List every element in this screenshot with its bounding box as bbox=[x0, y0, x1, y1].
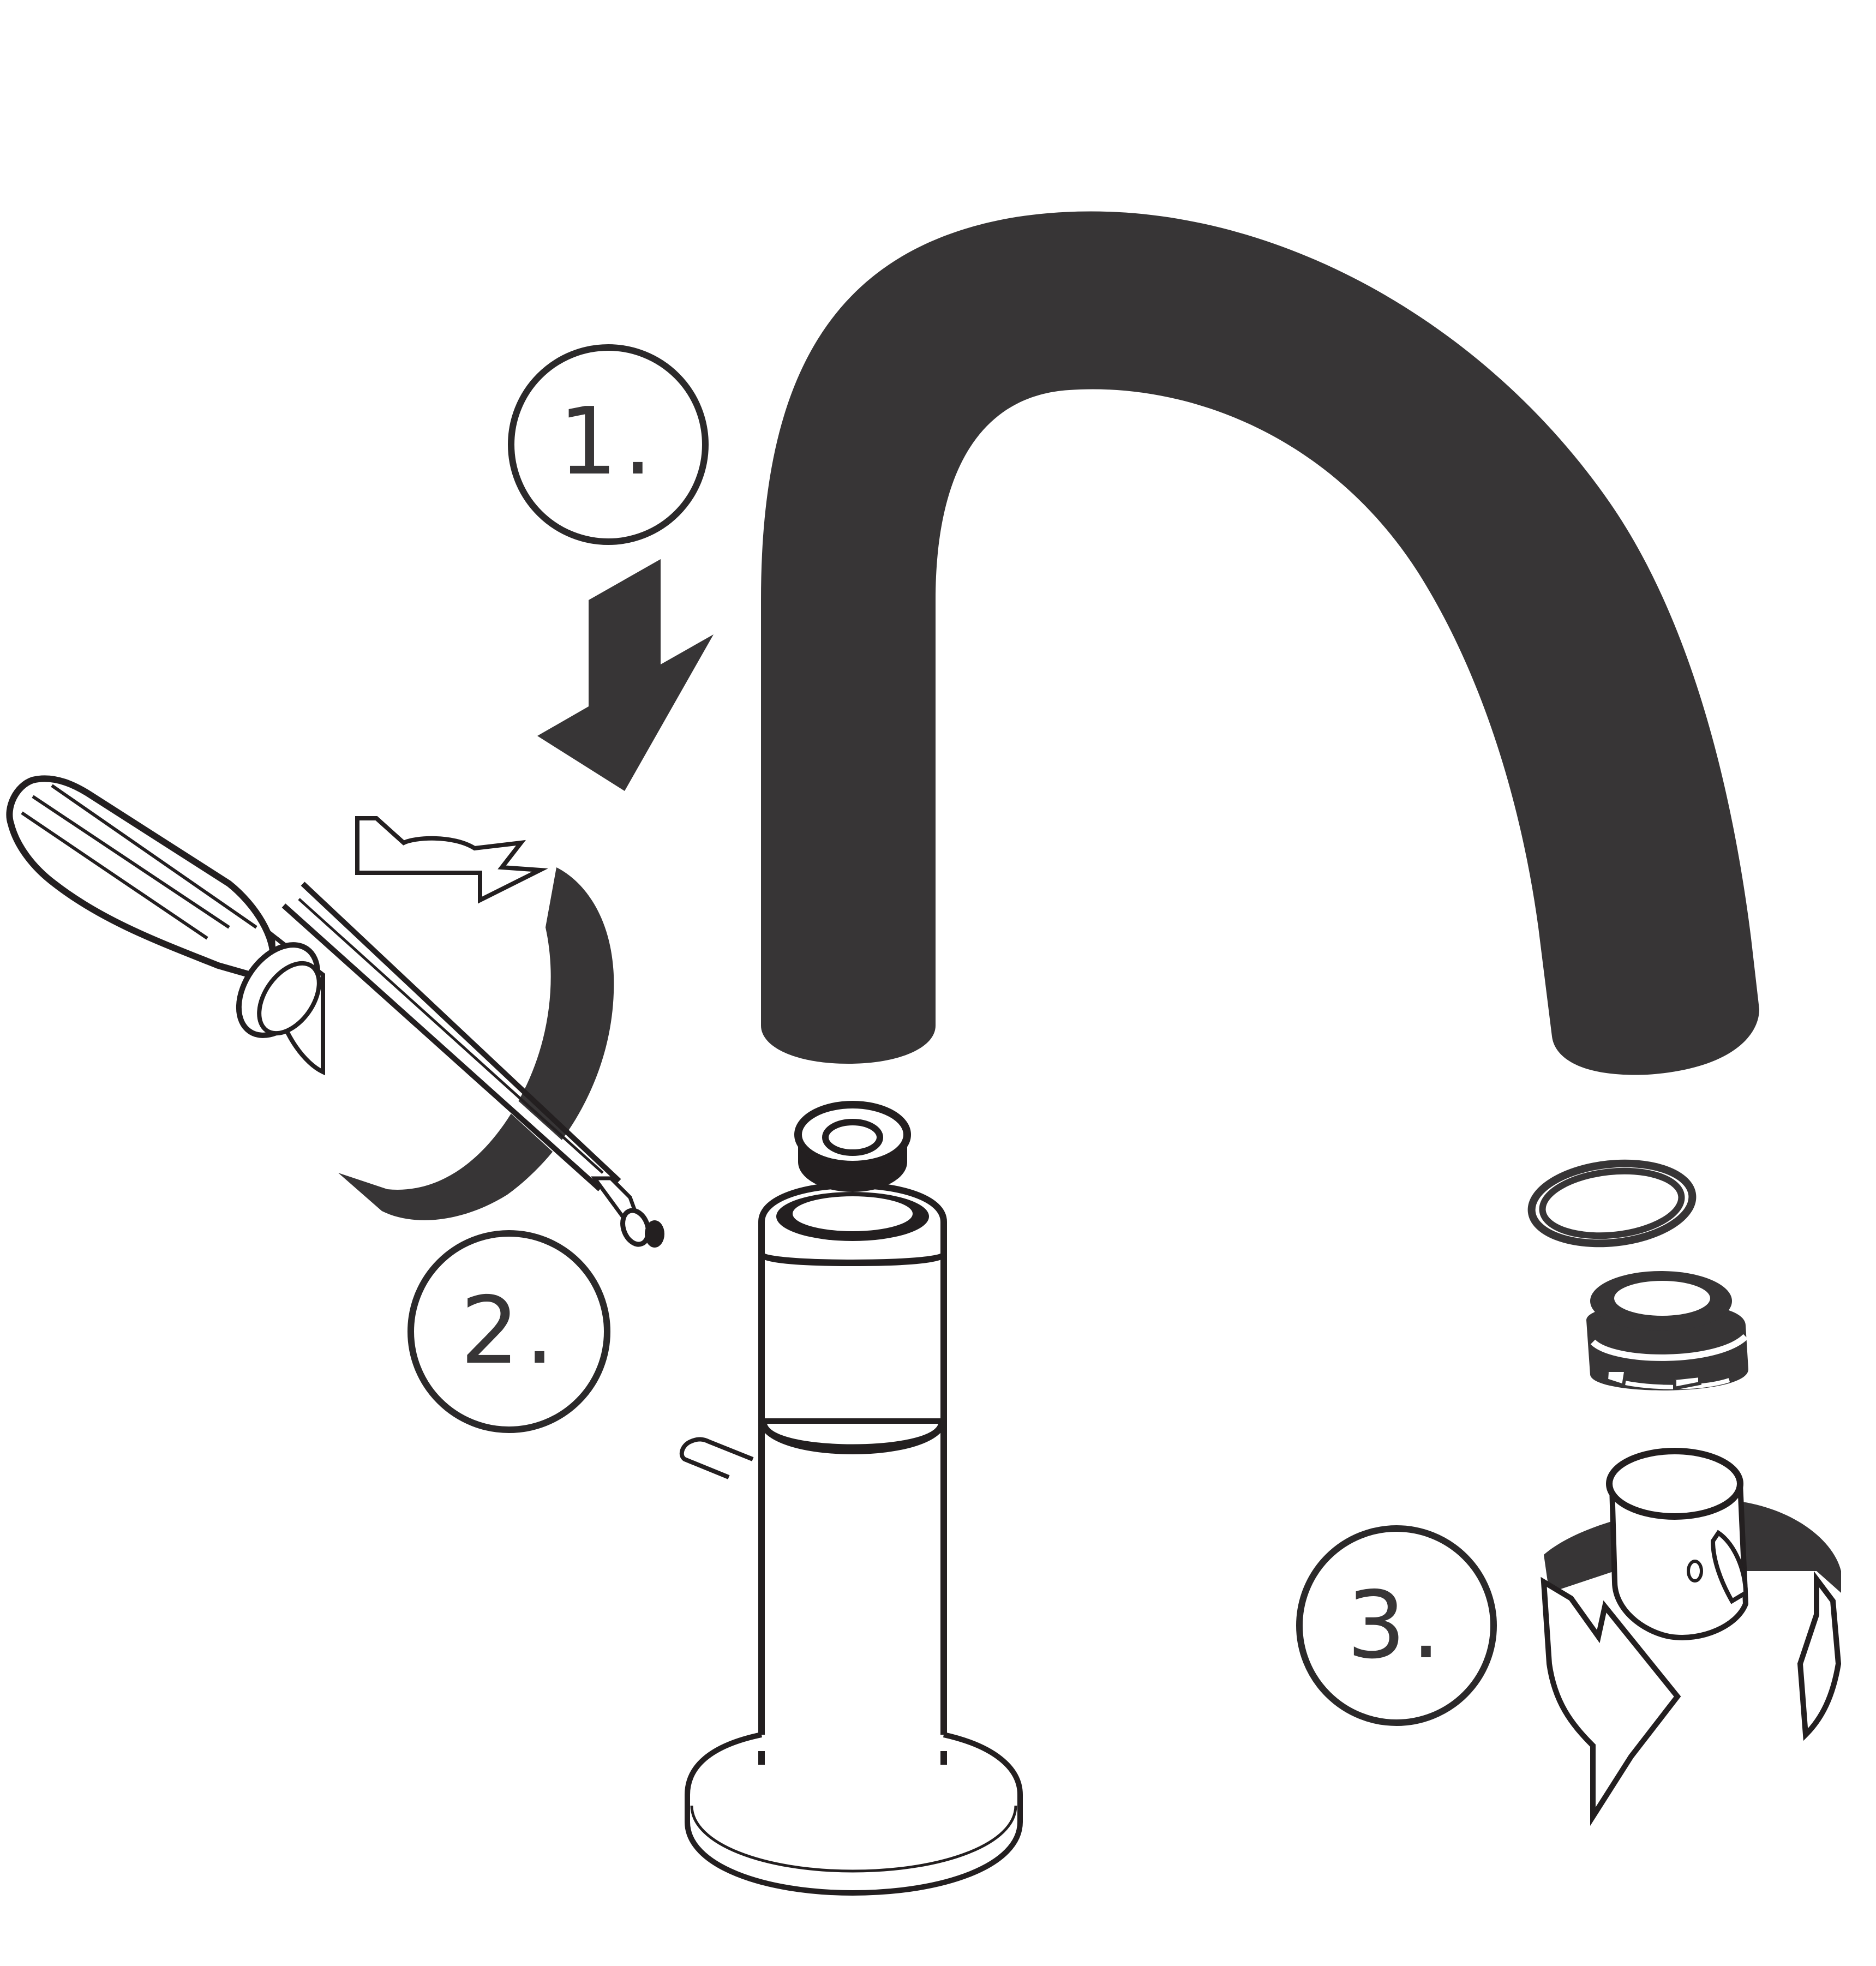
faucet-body-icon bbox=[758, 1222, 947, 1779]
step-3-badge bbox=[1296, 1525, 1497, 1726]
step-1-badge bbox=[508, 344, 709, 545]
lever-icon bbox=[679, 1437, 754, 1479]
base-plate-icon bbox=[685, 1732, 1023, 1896]
step-2-label: 2. bbox=[460, 1277, 560, 1385]
aerator-key-icon bbox=[1544, 1448, 1841, 1640]
step-3-label: 3. bbox=[1346, 1572, 1447, 1680]
screwdriver-icon bbox=[6, 775, 645, 1232]
cartridge-top-icon bbox=[758, 1101, 947, 1266]
rotate-arrow-icon bbox=[1541, 1571, 1842, 1826]
step-1-label: 1. bbox=[558, 388, 658, 496]
screw-icon bbox=[620, 1208, 664, 1248]
down-arrow-icon bbox=[537, 559, 714, 791]
o-ring-icon bbox=[1527, 1159, 1697, 1248]
aerator-icon bbox=[1586, 1271, 1748, 1390]
step-2-badge bbox=[407, 1230, 610, 1433]
gooseneck-spout-icon bbox=[761, 211, 1759, 1075]
